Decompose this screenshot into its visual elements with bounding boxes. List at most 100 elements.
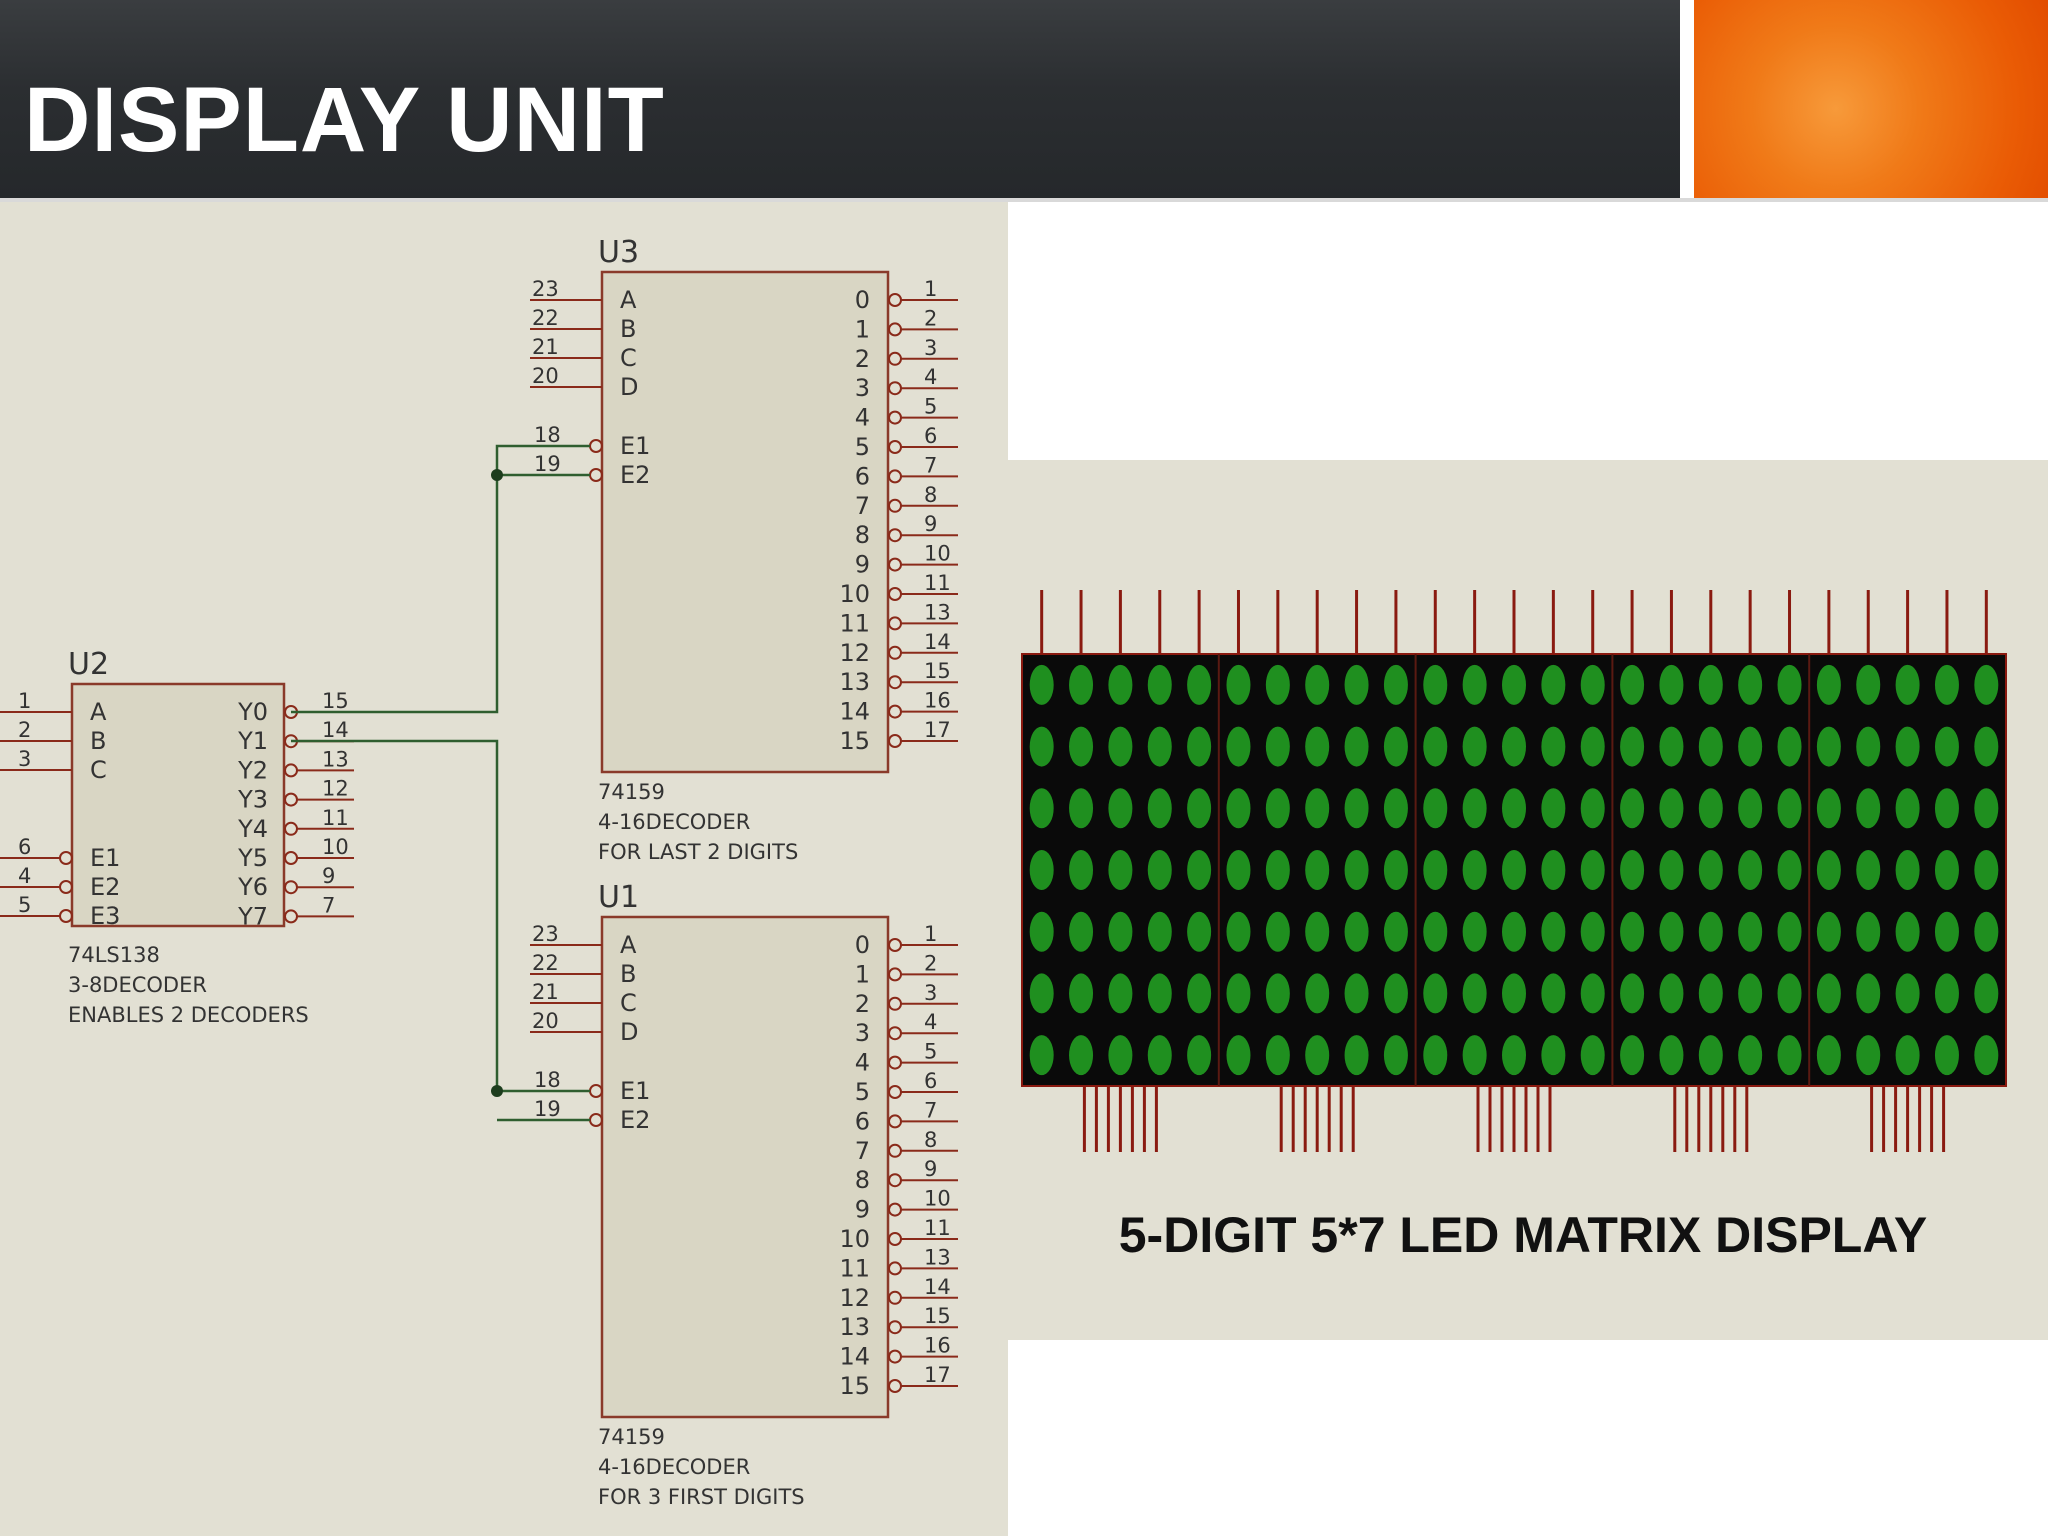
led-dot [1305,973,1330,1014]
led-dot [1502,788,1526,829]
led-dot [1738,1035,1763,1076]
pin-label: 9 [855,1196,870,1224]
pin-number: 2 [924,306,937,330]
pin-label: 2 [855,990,870,1018]
led-dot [1069,664,1094,705]
inversion-bubble [59,909,73,923]
led-dot [1738,911,1763,952]
inversion-bubble [589,1084,603,1098]
pin-label: E2 [620,461,650,489]
led-dot [1856,726,1881,767]
inversion-bubble [888,587,902,601]
pin-label: 7 [855,492,870,520]
led-dot [1777,1035,1802,1076]
pin-label: E1 [620,1077,650,1105]
inversion-bubble [589,1113,603,1127]
led-dot [1305,1035,1330,1076]
led-dot [1620,664,1645,705]
part-description: 4-16DECODER [598,810,750,834]
led-dot [1580,788,1605,829]
led-dot [1698,911,1723,952]
pin-number: 4 [18,864,31,888]
led-dot [1147,911,1172,952]
pin-number: 21 [532,335,559,359]
led-dot [1580,973,1605,1014]
led-dot [1698,1035,1723,1076]
pin-label: 8 [855,521,870,549]
led-dot [1777,973,1802,1014]
led-dot [1777,726,1802,767]
pin-label: Y6 [237,873,268,901]
led-dot [1108,850,1133,890]
pin-label: 1 [855,960,870,988]
inversion-bubble [888,498,902,513]
led-dot [1934,850,1959,890]
led-dot [1226,1035,1251,1076]
pin-number: 10 [322,835,349,859]
inversion-bubble [888,1320,902,1335]
pin-number: 8 [924,483,937,507]
led-dot [1698,973,1723,1014]
led-dot [1069,788,1094,829]
led-dot [1029,911,1054,952]
inversion-bubble [888,410,902,425]
led-dot [1934,1035,1959,1076]
led-dot [1265,850,1290,890]
part-description: ENABLES 2 DECODERS [68,1003,309,1027]
pin-label: E2 [90,873,120,901]
led-dot [1659,664,1684,705]
pin-number: 18 [534,1068,561,1092]
inversion-bubble [888,440,902,454]
led-dot [1541,788,1566,829]
pin-label: 0 [855,286,870,314]
led-dot [1305,726,1330,767]
pin-number: 21 [532,980,559,1004]
pin-number: 16 [924,1334,951,1358]
led-dot [1069,973,1094,1014]
led-dot [1816,788,1841,829]
inversion-bubble [284,821,298,836]
led-dot [1265,973,1290,1014]
led-dot [1895,973,1920,1014]
led-dot [1462,850,1487,890]
led-dot [1226,911,1251,952]
led-dot [1029,664,1054,705]
pin-number: 22 [532,951,559,975]
chip-reference: U1 [598,880,639,915]
led-dot [1895,726,1920,767]
led-dot [1659,788,1684,829]
led-dot [1895,788,1920,829]
led-dot [1383,973,1408,1014]
led-dot [1226,788,1251,829]
led-dot [1187,850,1212,890]
led-dot [1147,973,1172,1014]
led-dot [1738,973,1763,1014]
pin-label: 15 [839,727,870,755]
junction-dot [491,1085,503,1097]
led-dot [1265,664,1290,705]
pin-label: 0 [855,931,870,959]
pin-number: 3 [924,336,937,360]
led-dot [1502,726,1526,767]
pin-number: 15 [924,659,951,683]
pin-label: 13 [839,1313,870,1341]
led-dot [1187,911,1212,952]
led-dot [1305,664,1330,705]
pin-number: 7 [924,1098,937,1122]
led-dot [1895,1035,1920,1076]
pin-label: Y1 [237,727,268,755]
led-dot [1620,850,1645,890]
pin-number: 13 [322,747,349,771]
led-dot [1069,850,1094,890]
pin-label: 10 [839,1225,870,1253]
part-description: 4-16DECODER [598,1455,750,1479]
led-dot [1502,850,1526,890]
led-dot [1462,1035,1487,1076]
pin-label: 12 [839,1284,870,1312]
led-dot [1069,726,1094,767]
inversion-bubble [888,1173,902,1188]
